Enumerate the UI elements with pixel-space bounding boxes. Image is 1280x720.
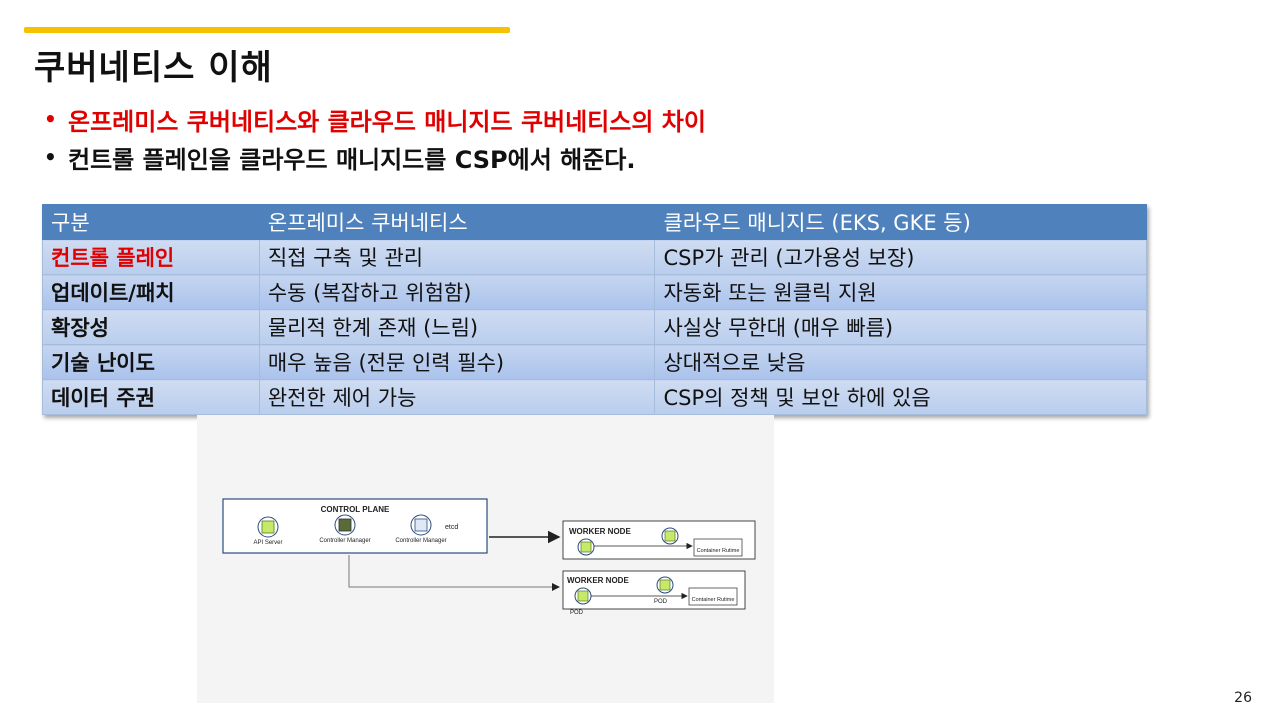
table-row: 컨트롤 플레인 직접 구축 및 관리 CSP가 관리 (고가용성 보장) bbox=[42, 239, 1147, 275]
api-server-label: API Server bbox=[253, 540, 282, 546]
page-number: 26 bbox=[1234, 690, 1252, 706]
comparison-table: 구분 온프레미스 쿠버네티스 클라우드 매니지드 (EKS, GKE 등) 컨트… bbox=[42, 204, 1147, 415]
bullet-dot-icon: • bbox=[44, 107, 57, 131]
pod-label: POD bbox=[570, 610, 584, 616]
onprem-cell: 매우 높음 (전문 인력 필수) bbox=[258, 344, 656, 380]
bullet-text: 컨트롤 플레인을 클라우드 매니지드를 CSP에서 해준다. bbox=[68, 145, 636, 174]
bullet-dot-icon: • bbox=[44, 145, 57, 169]
table-row: 데이터 주권 완전한 제어 가능 CSP의 정책 및 보안 하에 있음 bbox=[42, 379, 1147, 415]
pod-icon bbox=[661, 527, 679, 545]
architecture-diagram-svg: CONTROL PLANE API Server Controller Mana… bbox=[222, 498, 756, 616]
control-plane-label: CONTROL PLANE bbox=[321, 505, 390, 514]
controller-manager-label: Controller Manager bbox=[319, 538, 370, 544]
bullet-list: • 온프레미스 쿠버네티스와 클라우드 매니지드 쿠버네티스의 차이 • 컨트롤… bbox=[44, 100, 706, 176]
onprem-cell: 완전한 제어 가능 bbox=[258, 379, 656, 415]
row-label: 확장성 bbox=[42, 309, 260, 345]
table-row: 업데이트/패치 수동 (복잡하고 위험함) 자동화 또는 원클릭 지원 bbox=[42, 274, 1147, 310]
managed-cell: CSP가 관리 (고가용성 보장) bbox=[654, 239, 1147, 275]
worker-node-label: WORKER NODE bbox=[569, 527, 631, 536]
container-runtime-box bbox=[688, 587, 738, 606]
row-label: 업데이트/패치 bbox=[42, 274, 260, 310]
etcd-icon bbox=[410, 514, 432, 536]
bullet-item-difference: • 온프레미스 쿠버네티스와 클라우드 매니지드 쿠버네티스의 차이 bbox=[44, 100, 706, 138]
managed-cell: 자동화 또는 원클릭 지원 bbox=[654, 274, 1147, 310]
arrow-to-worker-2 bbox=[348, 555, 560, 591]
table-header-row: 구분 온프레미스 쿠버네티스 클라우드 매니지드 (EKS, GKE 등) bbox=[42, 204, 1147, 240]
bullet-item-csp: • 컨트롤 플레인을 클라우드 매니지드를 CSP에서 해준다. bbox=[44, 138, 706, 176]
pod-label: POD bbox=[654, 599, 668, 605]
managed-cell: 상대적으로 낮음 bbox=[654, 344, 1147, 380]
onprem-cell: 물리적 한계 존재 (느림) bbox=[258, 309, 656, 345]
controller-manager-label-2: Controller Manager bbox=[395, 538, 446, 544]
title-accent-bar bbox=[24, 27, 510, 33]
architecture-diagram: CONTROL PLANE API Server Controller Mana… bbox=[197, 415, 774, 703]
column-header-category: 구분 bbox=[42, 204, 260, 240]
managed-cell: 사실상 무한대 (매우 빠름) bbox=[654, 309, 1147, 345]
row-label: 기술 난이도 bbox=[42, 344, 260, 380]
container-runtime-label: Container Rutime bbox=[697, 548, 740, 554]
column-header-onprem: 온프레미스 쿠버네티스 bbox=[258, 204, 656, 240]
onprem-cell: 직접 구축 및 관리 bbox=[258, 239, 656, 275]
row-label: 데이터 주권 bbox=[42, 379, 260, 415]
worker-node-label: WORKER NODE bbox=[567, 576, 629, 585]
api-server-icon bbox=[257, 516, 279, 538]
pod-icon bbox=[656, 576, 674, 594]
container-runtime-label: Container Rutime bbox=[692, 597, 735, 603]
table-row: 기술 난이도 매우 높음 (전문 인력 필수) 상대적으로 낮음 bbox=[42, 344, 1147, 380]
managed-cell: CSP의 정책 및 보안 하에 있음 bbox=[654, 379, 1147, 415]
page-title: 쿠버네티스 이해 bbox=[34, 48, 273, 88]
table-row: 확장성 물리적 한계 존재 (느림) 사실상 무한대 (매우 빠름) bbox=[42, 309, 1147, 345]
pod-icon bbox=[574, 587, 592, 605]
bullet-text: 온프레미스 쿠버네티스와 클라우드 매니지드 쿠버네티스의 차이 bbox=[68, 107, 706, 136]
row-label: 컨트롤 플레인 bbox=[42, 239, 260, 275]
pod-icon bbox=[577, 538, 595, 556]
onprem-cell: 수동 (복잡하고 위험함) bbox=[258, 274, 656, 310]
controller-manager-icon bbox=[334, 514, 356, 536]
container-runtime-box bbox=[693, 538, 743, 557]
etcd-label: etcd bbox=[445, 524, 458, 531]
column-header-managed: 클라우드 매니지드 (EKS, GKE 등) bbox=[654, 204, 1147, 240]
